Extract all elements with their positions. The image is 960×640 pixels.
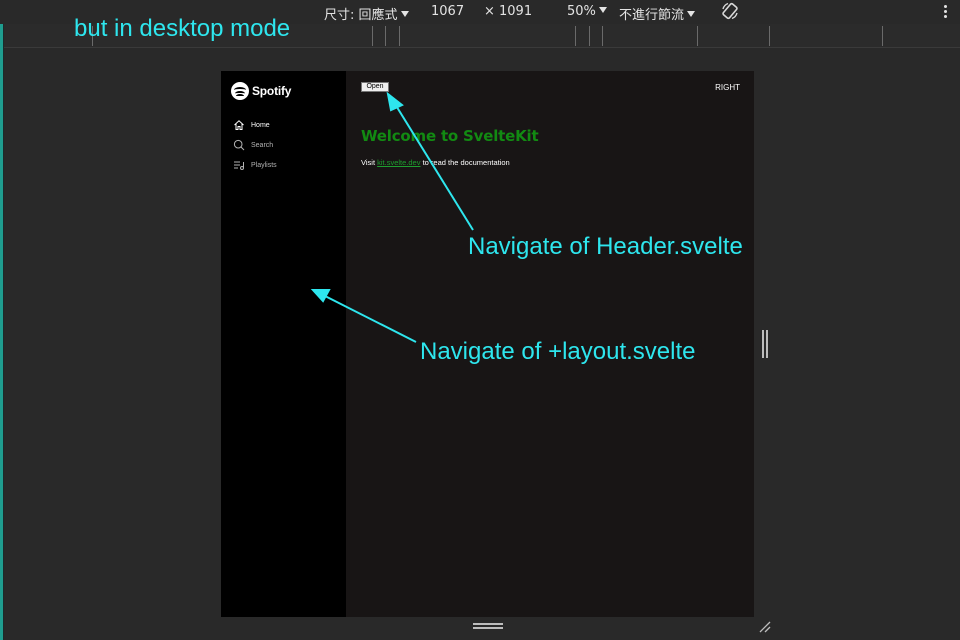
docs-paragraph: Visit kit.svelte.dev to read the documen… bbox=[361, 158, 510, 167]
header-right-label: RIGHT bbox=[715, 83, 740, 92]
width-input[interactable]: 1067 bbox=[431, 4, 465, 19]
throttle-dropdown[interactable]: 不進行節流 bbox=[619, 4, 696, 23]
ruler-tick bbox=[697, 26, 698, 46]
resize-handle-right[interactable] bbox=[762, 330, 768, 358]
sidebar-nav: Home Search Playlists bbox=[233, 115, 343, 175]
chevron-down-icon bbox=[687, 11, 696, 17]
search-icon bbox=[233, 139, 245, 151]
ruler-tick bbox=[372, 26, 373, 46]
height-input[interactable]: 1091 bbox=[499, 4, 533, 19]
sidebar-item-playlists[interactable]: Playlists bbox=[233, 155, 343, 175]
devtools-left-edge bbox=[0, 0, 3, 640]
times-sign: × bbox=[484, 4, 495, 19]
media-query-ruler bbox=[4, 24, 960, 48]
zoom-dropdown[interactable]: 50% bbox=[567, 4, 607, 19]
dimensions-dropdown[interactable]: 尺寸: 回應式 bbox=[324, 4, 409, 23]
home-icon bbox=[234, 120, 244, 130]
annotation-header: Navigate of Header.svelte bbox=[468, 233, 743, 260]
spotify-logo-icon bbox=[231, 82, 249, 100]
more-options-icon[interactable] bbox=[944, 5, 948, 19]
sidebar-item-home[interactable]: Home bbox=[233, 115, 343, 135]
annotation-layout: Navigate of +layout.svelte bbox=[420, 338, 696, 365]
dimensions-label: 尺寸: 回應式 bbox=[324, 8, 398, 23]
ruler-tick bbox=[769, 26, 770, 46]
sidebar-item-search[interactable]: Search bbox=[233, 135, 343, 155]
chevron-down-icon bbox=[400, 11, 409, 17]
ruler-tick bbox=[575, 26, 576, 46]
ruler-tick bbox=[602, 26, 603, 46]
annotation-desktop-mode: but in desktop mode bbox=[74, 15, 291, 42]
spotify-logo[interactable]: Spotify bbox=[231, 81, 291, 101]
visit-prefix: Visit bbox=[361, 158, 378, 167]
devtools-left-edge-shadow bbox=[3, 0, 4, 640]
ruler-tick bbox=[92, 26, 93, 46]
page-title: Welcome to SvelteKit bbox=[361, 127, 539, 145]
ruler-tick bbox=[399, 26, 400, 46]
zoom-label: 50% bbox=[567, 4, 596, 19]
emulated-viewport: Spotify Home Search Playlists Open RIGHT… bbox=[221, 71, 754, 617]
sidebar-item-label: Home bbox=[251, 121, 270, 129]
throttle-label: 不進行節流 bbox=[619, 8, 685, 23]
playlists-icon bbox=[234, 161, 244, 170]
sidebar-item-label: Playlists bbox=[251, 161, 277, 169]
visit-suffix: to read the documentation bbox=[420, 158, 510, 167]
ruler-tick bbox=[882, 26, 883, 46]
ruler-tick bbox=[589, 26, 590, 46]
sidebar-item-label: Search bbox=[251, 141, 274, 149]
logo-text: Spotify bbox=[252, 84, 292, 98]
resize-handle-bottom[interactable] bbox=[473, 623, 503, 631]
sidebar: Spotify Home Search Playlists bbox=[221, 71, 346, 617]
open-button[interactable]: Open bbox=[361, 82, 389, 92]
device-toolbar: 尺寸: 回應式 1067 × 1091 50% 不進行節流 bbox=[0, 0, 960, 24]
ruler-tick bbox=[385, 26, 386, 46]
resize-handle-corner[interactable] bbox=[758, 620, 772, 634]
rotate-icon[interactable] bbox=[720, 1, 740, 21]
docs-link[interactable]: kit.svelte.dev bbox=[377, 158, 421, 167]
chevron-down-icon bbox=[598, 7, 607, 13]
